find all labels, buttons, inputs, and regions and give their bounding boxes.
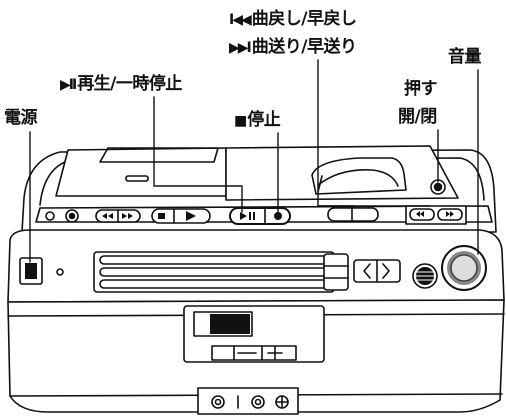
stop-icon: ■ bbox=[234, 113, 247, 129]
label-power: 電源 bbox=[4, 108, 38, 128]
lower-body bbox=[7, 299, 505, 415]
control-strip bbox=[35, 205, 493, 225]
radio-panel bbox=[7, 229, 505, 303]
label-next-track-text: 曲送り/早送り bbox=[251, 37, 357, 57]
label-push: 押す bbox=[404, 79, 438, 99]
label-stop: ■停止 bbox=[234, 109, 281, 132]
label-previous-track: I◀◀曲戻し/早戻し bbox=[229, 8, 357, 31]
label-previous-track-text: 曲戻し/早戻し bbox=[251, 9, 357, 29]
play-pause-icon: ▶II bbox=[60, 77, 77, 93]
label-play-pause-text: 再生/一時停止 bbox=[77, 74, 182, 94]
label-open-close: 開/閉 bbox=[398, 107, 437, 127]
previous-track-icon: I◀◀ bbox=[229, 12, 252, 28]
leader-lines bbox=[29, 59, 479, 263]
next-track-icon: ▶▶I bbox=[229, 40, 252, 56]
label-volume: 音量 bbox=[448, 47, 482, 67]
label-stop-text: 停止 bbox=[247, 110, 281, 130]
